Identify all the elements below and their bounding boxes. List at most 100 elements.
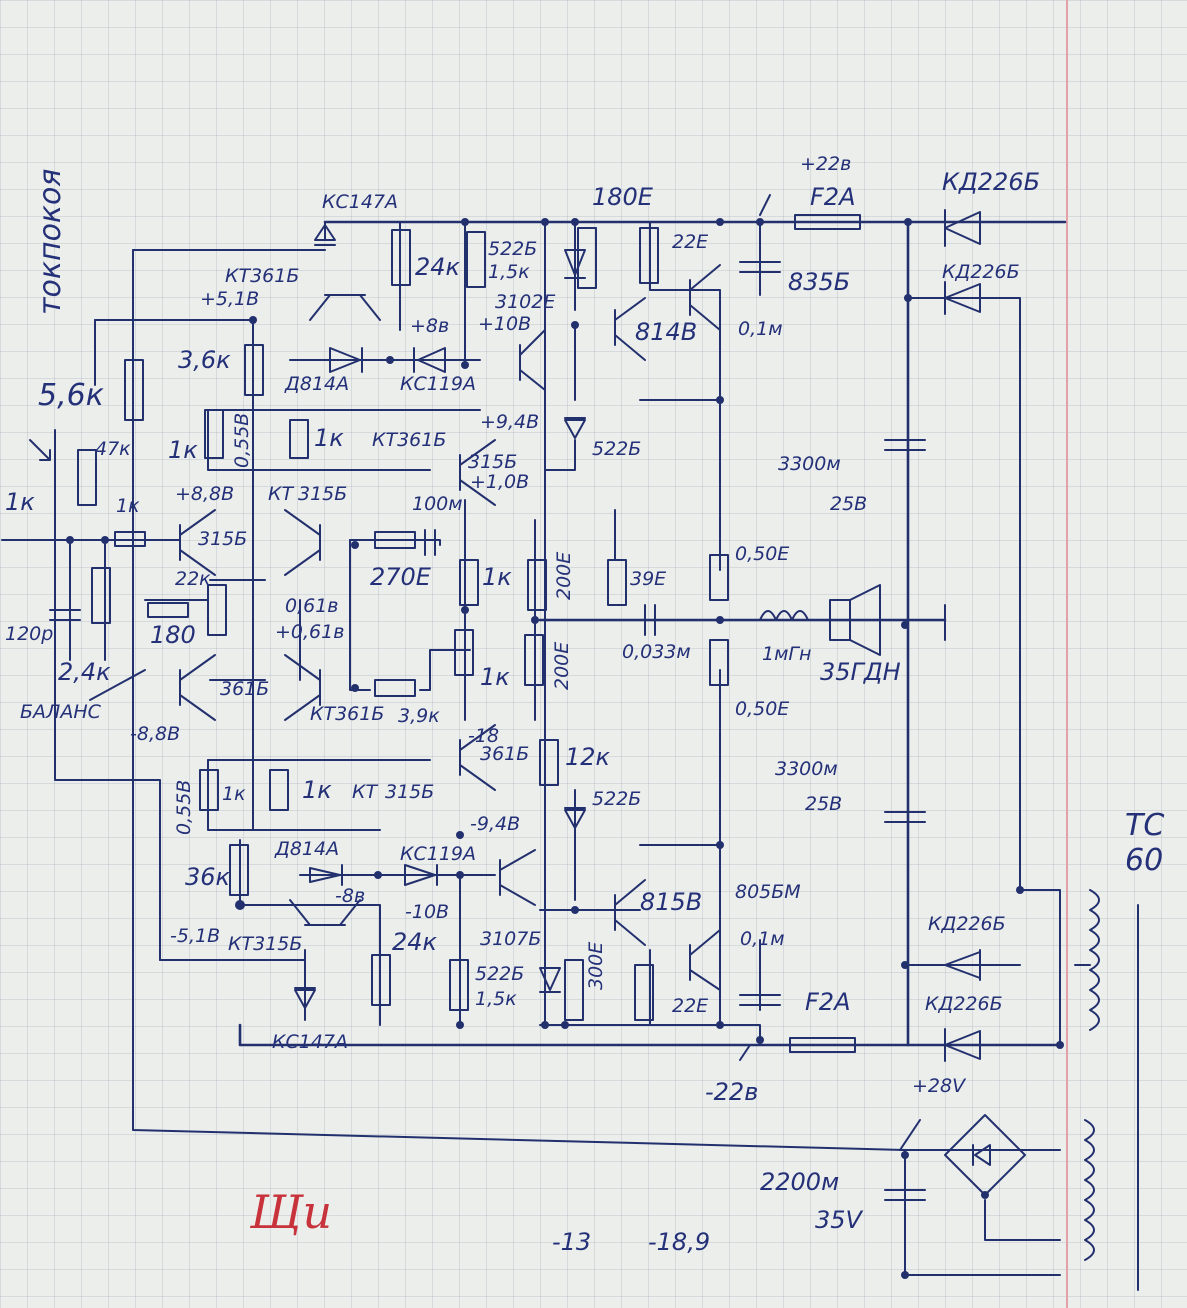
label-r-1k-mid2: 1к xyxy=(480,663,510,691)
label-r-270e: 270Е xyxy=(370,563,432,591)
label-r-522b-low: 522Б xyxy=(592,788,641,810)
label-r-3-6k-top: 3,6к xyxy=(178,346,231,374)
label-balans: БАЛАНС xyxy=(20,701,102,723)
label-kt361b-top: КТ361Б xyxy=(225,265,299,287)
label-v-plus8: +8в xyxy=(410,315,449,337)
label-tc: ТС xyxy=(1125,808,1164,843)
label-c-3300m-top: 3300м xyxy=(778,453,841,475)
label-r-1k-mid: 1к xyxy=(482,563,512,591)
signature: Щи xyxy=(249,1185,332,1239)
junction-dots xyxy=(66,218,1064,1279)
label-c-120p: 120р xyxy=(5,623,53,645)
schematic-labels: токпокоя КС147А КТ361Б +5,1В 24к 522Б 1,… xyxy=(5,153,1164,1256)
label-r-24k-top: 24к xyxy=(415,253,461,281)
label-kd226b-4: КД226Б xyxy=(925,993,1003,1015)
label-kt-label2: КТ xyxy=(352,781,378,803)
label-v-plus1-0: +1,0В xyxy=(470,471,529,493)
label-r-3-9k: 3,9к xyxy=(398,705,440,727)
label-kt315b-bot: КТ315Б xyxy=(228,933,302,955)
label-r-0-50e-bot: 0,50Е xyxy=(735,698,789,720)
label-v-minus5-1: -5,1В xyxy=(170,925,220,947)
label-v-minus9-4: -9,4В xyxy=(470,813,520,835)
label-r-180e: 180Е xyxy=(592,183,654,211)
label-r-24k-bot: 24к xyxy=(392,928,438,956)
label-t-814v: 814В xyxy=(635,318,697,346)
label-r-1k-low: 1к xyxy=(222,783,246,805)
label-kd226b-2: КД226Б xyxy=(942,261,1020,283)
label-c-0-033: 0,033м xyxy=(622,641,691,663)
label-r-522b-mid: 522Б xyxy=(592,438,641,460)
label-spk-35gdn: 35ГДН xyxy=(820,658,901,686)
label-t-361b-a: 361Б xyxy=(220,678,269,700)
label-r-1k-in: 1к xyxy=(5,488,35,516)
label-t-315b-c: 315Б xyxy=(468,451,517,473)
label-c-25v-bot: 25В xyxy=(805,793,842,815)
label-c-0-1m-top: 0,1м xyxy=(738,318,783,340)
label-t-315b-b: 315Б xyxy=(298,483,347,505)
label-t-3102e: 3102Е xyxy=(495,291,555,313)
label-r-1-5k-top: 1,5к xyxy=(488,261,530,283)
label-r-200e-b: 200Е xyxy=(551,642,573,690)
label-tc-num: 60 xyxy=(1125,843,1163,878)
label-v-plus22: +22в xyxy=(800,153,851,175)
label-fuse-bot: F2А xyxy=(805,988,851,1016)
label-v-minus8-8: -8,8В xyxy=(130,723,180,745)
label-kt361b-low: КТ361Б xyxy=(310,703,384,725)
label-v-minus22: -22в xyxy=(705,1078,758,1106)
label-v-minus13: -13 xyxy=(552,1228,591,1256)
label-ks147a-top: КС147А xyxy=(322,191,398,213)
label-r-522b-top: 522Б xyxy=(488,238,537,260)
schematic-wires xyxy=(1,194,1139,1291)
label-tok-pokoya: токпокоя xyxy=(33,169,68,315)
label-t-315b-a: 315Б xyxy=(198,528,247,550)
label-r-22e-top: 22Е xyxy=(672,231,708,253)
label-v-minus8: -8в xyxy=(335,885,365,907)
label-ks147a-bot: КС147А xyxy=(272,1031,348,1053)
label-r-39e: 39Е xyxy=(630,568,666,590)
label-v-plus8-8: +8,8В xyxy=(175,483,234,505)
label-c-0-1m-bot: 0,1м xyxy=(740,928,785,950)
margin-line xyxy=(1066,0,1068,1308)
label-t-315b-low: 315Б xyxy=(385,781,434,803)
label-r-522b-bot: 522Б xyxy=(475,963,524,985)
label-r-22e-bot: 22Е xyxy=(672,995,708,1017)
label-kt-label: КТ xyxy=(268,483,294,505)
label-t-3107b: 3107Б xyxy=(480,928,541,950)
label-v-plus10: +10В xyxy=(478,313,531,335)
label-r-12k: 12к xyxy=(565,743,611,771)
label-r-200e-a: 200Е xyxy=(553,552,575,600)
label-c-35v: 35V xyxy=(815,1206,864,1234)
label-r-180: 180 xyxy=(150,621,196,649)
label-r-300e: 300Е xyxy=(585,942,607,990)
label-v-plus51: +5,1В xyxy=(200,288,259,310)
label-ind-1mgn: 1мГн xyxy=(762,643,811,665)
label-t-815v: 815В xyxy=(640,888,702,916)
label-r-1k-b: 1к xyxy=(314,424,344,452)
label-v-0-55v-b: 0,55В xyxy=(173,780,195,835)
label-v-0-55v: 0,55В xyxy=(231,413,253,468)
label-t-361b-b: 361Б xyxy=(480,743,529,765)
label-ks119a-bot: КС119А xyxy=(400,843,476,865)
label-c-100m: 100м xyxy=(412,493,463,515)
label-r-22k: 22к xyxy=(175,568,211,590)
label-kd226b-1: КД226Б xyxy=(942,168,1040,196)
label-r-0-50e-top: 0,50Е xyxy=(735,543,789,565)
label-t-835b: 835Б xyxy=(788,268,850,296)
label-kd226b-3: КД226Б xyxy=(928,913,1006,935)
label-v-plus28: +28V xyxy=(912,1075,967,1097)
label-ks119a-top: КС119А xyxy=(400,373,476,395)
label-kt361b-mid: КТ361Б xyxy=(372,429,446,451)
label-v-minus10: -10В xyxy=(405,901,449,923)
label-t-805bm: 805БМ xyxy=(735,881,801,903)
label-v-minus18: -18 xyxy=(468,725,499,747)
label-r-47k: 47к xyxy=(95,438,131,460)
label-d814a-bot: Д814А xyxy=(274,838,339,860)
label-c-25v-top: 25В xyxy=(830,493,867,515)
label-c-2200m: 2200м xyxy=(760,1168,839,1196)
label-v-0-61b: +0,61в xyxy=(275,621,344,643)
label-v-0-61a: 0,61в xyxy=(285,595,339,617)
label-d814a-top: Д814А xyxy=(284,373,349,395)
label-r-1k-low2: 1к xyxy=(302,776,332,804)
